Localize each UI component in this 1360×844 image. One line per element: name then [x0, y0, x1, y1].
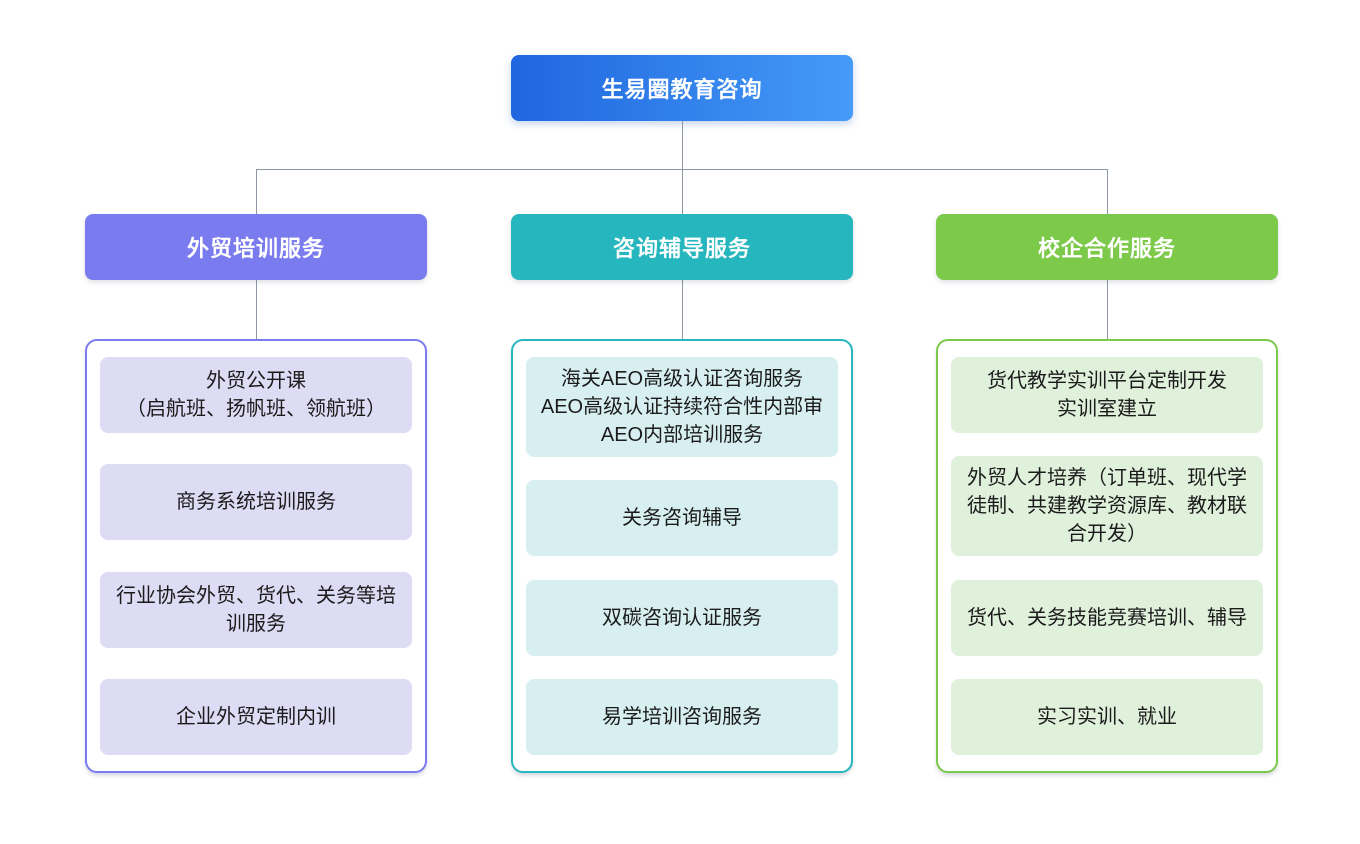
connector-stem-right	[1107, 280, 1108, 339]
service-item[interactable]: 海关AEO高级认证咨询服务 AEO高级认证持续符合性内部审 AEO内部培训服务	[526, 357, 838, 457]
branch-container-consulting-coaching: 海关AEO高级认证咨询服务 AEO高级认证持续符合性内部审 AEO内部培训服务 …	[511, 339, 853, 773]
connector-cross-bar	[256, 169, 1107, 170]
branch-school-enterprise-cooperation: 校企合作服务 货代教学实训平台定制开发 实训室建立 外贸人才培养（订单班、现代学…	[936, 214, 1278, 773]
service-item[interactable]: 外贸公开课 （启航班、扬帆班、领航班）	[100, 357, 412, 433]
root-node[interactable]: 生易圈教育咨询	[511, 55, 853, 121]
service-item[interactable]: 货代、关务技能竞赛培训、辅导	[951, 579, 1263, 656]
service-item[interactable]: 易学培训咨询服务	[526, 678, 838, 755]
branch-header-consulting-coaching[interactable]: 咨询辅导服务	[511, 214, 853, 280]
service-item[interactable]: 货代教学实训平台定制开发 实训室建立	[951, 357, 1263, 433]
service-item[interactable]: 关务咨询辅导	[526, 480, 838, 557]
service-item[interactable]: 双碳咨询认证服务	[526, 579, 838, 656]
branch-foreign-trade-training: 外贸培训服务 外贸公开课 （启航班、扬帆班、领航班） 商务系统培训服务 行业协会…	[85, 214, 427, 773]
branch-container-school-enterprise-cooperation: 货代教学实训平台定制开发 实训室建立 外贸人才培养（订单班、现代学徒制、共建教学…	[936, 339, 1278, 773]
connector-drop-right	[1107, 169, 1108, 214]
connector-root-stem	[682, 121, 683, 169]
connector-stem-left	[256, 280, 257, 339]
service-item[interactable]: 实习实训、就业	[951, 678, 1263, 755]
branch-consulting-coaching: 咨询辅导服务 海关AEO高级认证咨询服务 AEO高级认证持续符合性内部审 AEO…	[511, 214, 853, 773]
connector-drop-left	[256, 169, 257, 214]
branch-header-foreign-trade-training[interactable]: 外贸培训服务	[85, 214, 427, 280]
connector-drop-middle	[682, 169, 683, 214]
connector-stem-middle	[682, 280, 683, 339]
service-item[interactable]: 企业外贸定制内训	[100, 678, 412, 755]
service-item[interactable]: 行业协会外贸、货代、关务等培训服务	[100, 571, 412, 648]
branch-container-foreign-trade-training: 外贸公开课 （启航班、扬帆班、领航班） 商务系统培训服务 行业协会外贸、货代、关…	[85, 339, 427, 773]
service-item[interactable]: 外贸人才培养（订单班、现代学徒制、共建教学资源库、教材联合开发）	[951, 456, 1263, 557]
branch-header-school-enterprise-cooperation[interactable]: 校企合作服务	[936, 214, 1278, 280]
service-item[interactable]: 商务系统培训服务	[100, 464, 412, 541]
